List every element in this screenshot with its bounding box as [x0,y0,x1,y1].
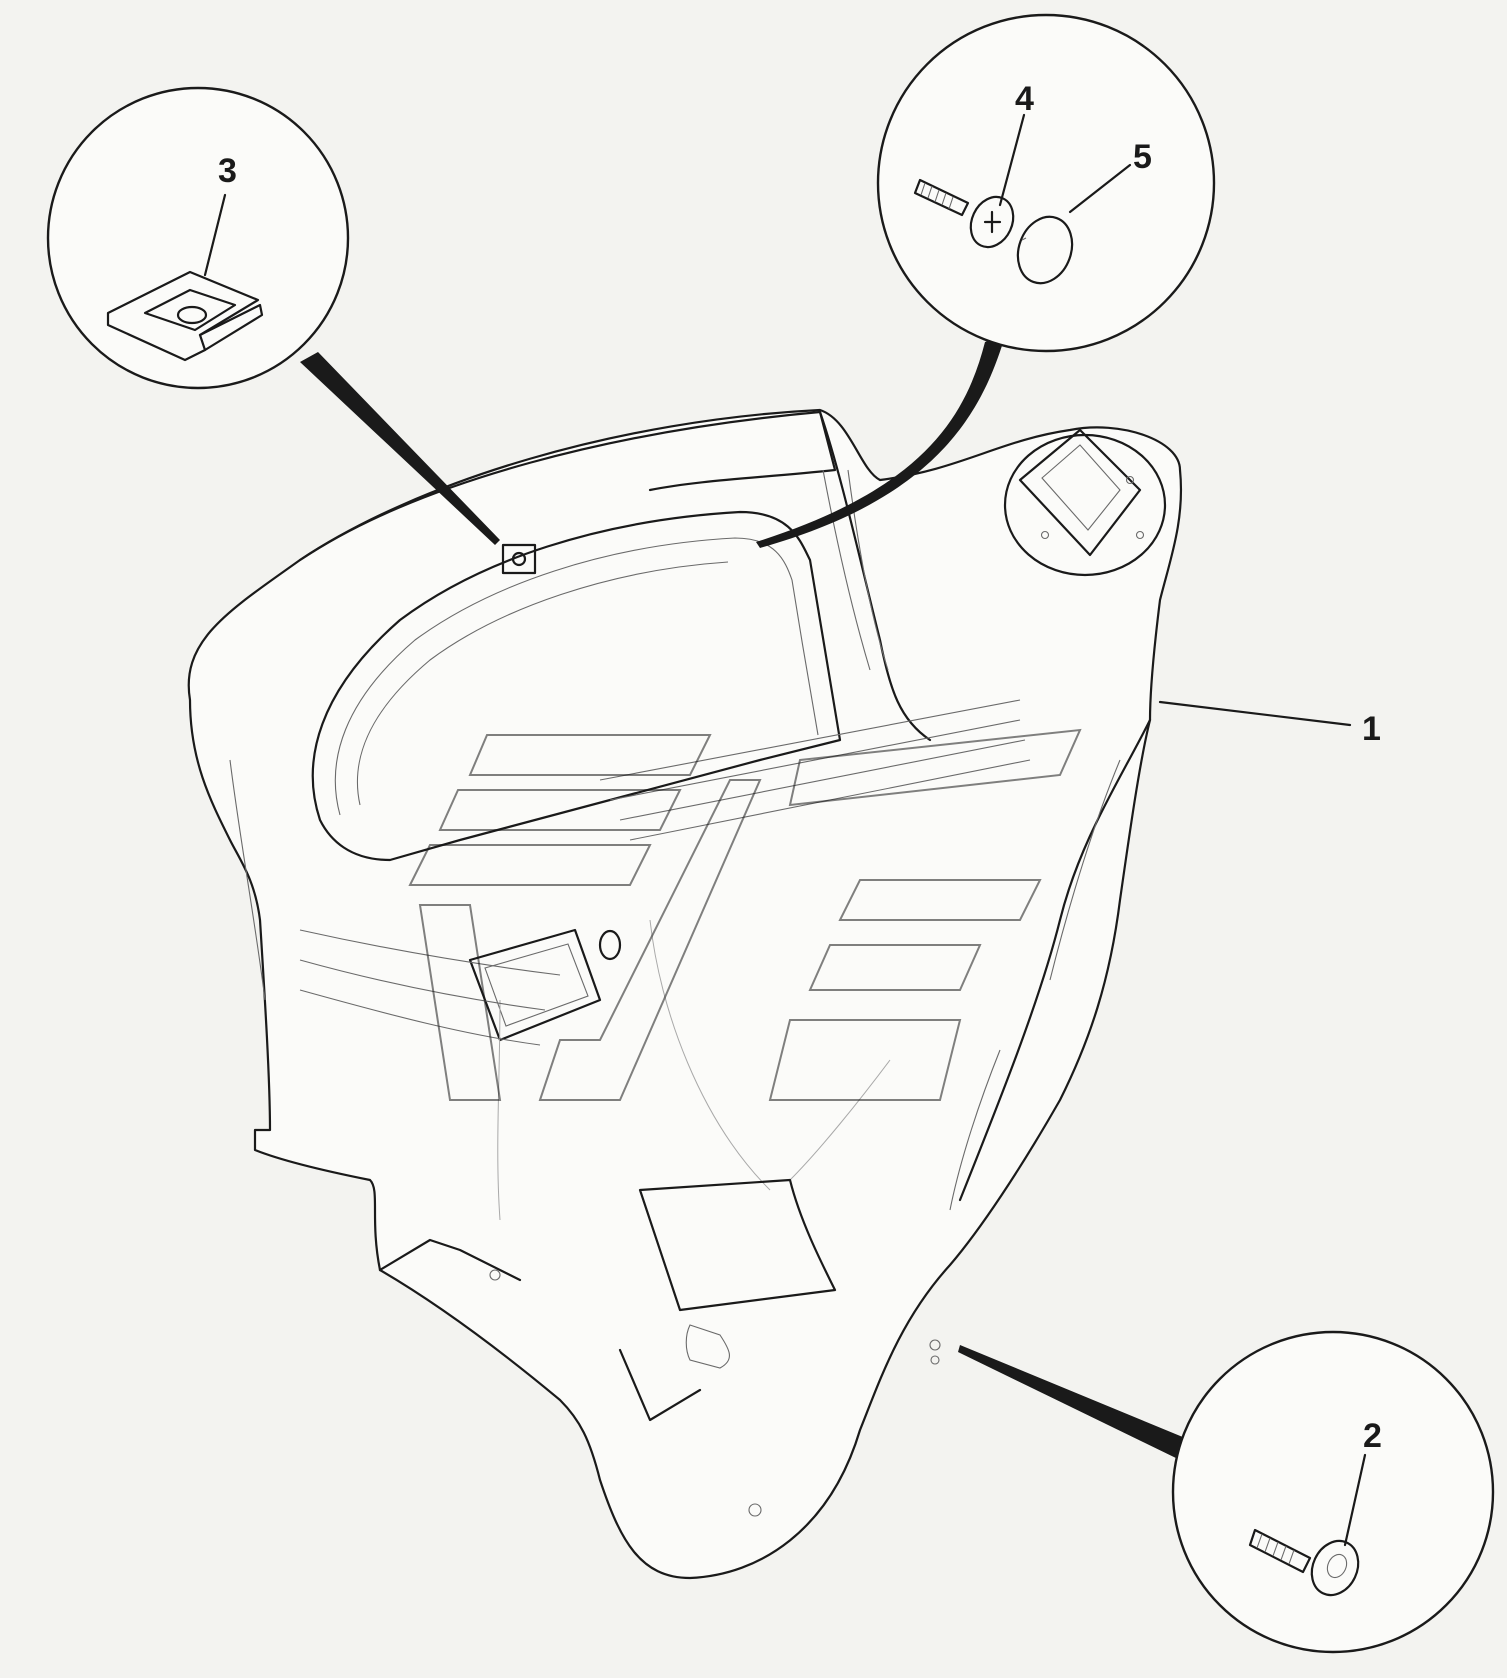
screw-icon [1248,1528,1360,1597]
callout-circle-3 [46,86,350,390]
trim-panel-body [187,408,1183,1580]
callout-labels: 1 2 3 4 5 [218,80,1382,1455]
leader-lines [300,336,1352,1460]
callout-label-2: 2 [1363,1417,1382,1455]
callout-label-5: 5 [1133,138,1152,176]
callout-label-1: 1 [1362,710,1381,748]
callout-circle-4-5 [876,13,1216,353]
callout-label-3: 3 [218,152,237,190]
cap-icon [1016,215,1074,285]
screw-icon [913,178,1015,249]
callout-circle-2 [1171,1330,1495,1654]
callout-label-4: 4 [1015,80,1034,118]
watermark-logo [408,728,1082,1101]
clip-nut-icon [106,270,264,362]
